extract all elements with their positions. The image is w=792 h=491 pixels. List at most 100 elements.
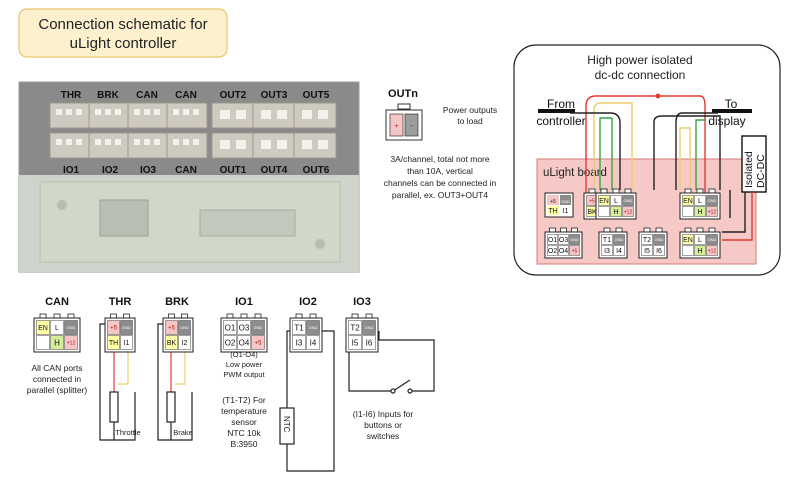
isolated-wiring [570,93,753,241]
title-line-2: uLight controller [70,35,177,52]
bottom-section: CAN THR BRK IO1 IO2 IO3 All CAN ports co… [27,296,435,472]
outn-desc-1: Power outputs [443,105,497,115]
photo-label-out3: OUT3 [261,90,288,101]
pin-gnd: GND [708,198,717,203]
pin-gnd: GND [309,325,318,330]
pin-th: TH [548,208,557,215]
pin-h: H [697,248,702,255]
pin-gnd: GND [561,199,570,204]
pin-t2: T2 [350,323,360,332]
io3-inputs-2: buttons or [364,420,402,430]
photo-label-io3: IO3 [140,165,157,176]
to-line-2: display [708,114,745,128]
pin-l: L [55,325,59,332]
ntc-wiring [279,330,335,472]
outn-title: OUTn [388,88,418,100]
photo-label-thr: THR [61,90,82,101]
io1-pwm-1: (O1-O4) [230,350,258,359]
outn-note-1: 3A/channel, total not more [390,154,490,164]
pin-o1: O1 [225,323,236,332]
pin-i1: I1 [124,340,130,347]
pin-l: L [698,237,702,244]
pin-o4: O4 [239,338,250,347]
can-desc-3: parallel (splitter) [27,385,88,395]
pin-h: H [54,338,60,347]
pin-o2: O2 [548,248,557,255]
outn-desc-2: to load [457,116,483,126]
pin-t1: T1 [603,237,611,244]
pin-gnd: GND [708,237,717,242]
title-line-1: Connection schematic for [38,16,207,33]
pin-gnd: GND [122,325,131,330]
pin-i2: I2 [182,340,188,347]
pin-plus12: +12 [708,209,717,215]
pin-en: EN [683,237,693,244]
io3-inputs-1: (I1-I6) Inputs for [353,409,414,419]
io1-temp-2: temperature [221,406,267,416]
photo-label-can-3: CAN [175,165,197,176]
can-desc-1: All CAN ports [31,363,82,373]
board-connectors: +5GNDBKI2ENLGNDH+12ENLGNDH+12ENLGNDH+12O… [544,188,721,259]
io1-temp-1: (T1-T2) For [222,395,266,405]
pin-i5: I5 [352,338,359,347]
pin-h: H [697,209,702,216]
pin-l: L [698,198,702,205]
pin-gnd: GND [655,237,664,242]
pin-i4: I4 [310,338,317,347]
io1-temp-5: B:3950 [231,439,258,449]
dcdc-box [741,135,767,193]
pin-plus5: +5 [168,326,176,332]
pin-i3: I3 [296,338,303,347]
pin-t2: T2 [643,237,651,244]
dcdc-line-2: DC-DC [755,154,767,188]
ulight-board-label: uLight board [543,167,607,179]
photo-label-brk: BRK [97,90,119,101]
brk-title: BRK [165,296,189,308]
pin-o3: O3 [239,323,250,332]
pin-en: EN [599,198,609,205]
outn-note-3: channels can be connected in [384,178,497,188]
pin-t1: T1 [294,323,304,332]
io1-pwm-2: Low power [226,360,263,369]
io3-title: IO3 [353,296,371,308]
isolated-title-1: High power isolated [587,53,692,67]
ntc-label: NTC [282,416,291,433]
photo-label-can-2: CAN [175,90,197,101]
pin-i3: I3 [604,248,610,255]
photo-label-out4: OUT4 [261,165,288,176]
pin-gnd: GND [624,198,633,203]
pin-plus5: +5 [110,326,118,332]
brake-caption: Brake [173,428,193,437]
pin-bk: BK [587,209,597,216]
pin-i1: I1 [563,208,569,215]
outn-minus: - [410,123,413,130]
pin-plus5: +5 [550,199,556,205]
outn-note-4: parallel, ex. OUT3+OUT4 [392,190,488,200]
pin-o1: O1 [548,237,557,244]
from-line-1: From [547,97,575,111]
photo-label-io2: IO2 [102,165,119,176]
pin-plus12: +12 [624,209,633,215]
photo-label-out5: OUT5 [303,90,330,101]
from-line-2: controller [536,114,585,128]
io1-temp-3: sensor [231,417,257,427]
thr-title: THR [109,296,132,308]
pin-en: EN [683,198,693,205]
dcdc-line-1: Isolated [743,151,755,188]
io2-title: IO2 [299,296,317,308]
can-desc-2: connected in [33,374,81,384]
pin-plus12: +12 [67,340,76,346]
outn-legend: OUTn + - Power outputs to load 3A/channe… [384,88,497,200]
io1-temp-4: NTC 10k [227,428,261,438]
pin-o3: O3 [559,237,568,244]
